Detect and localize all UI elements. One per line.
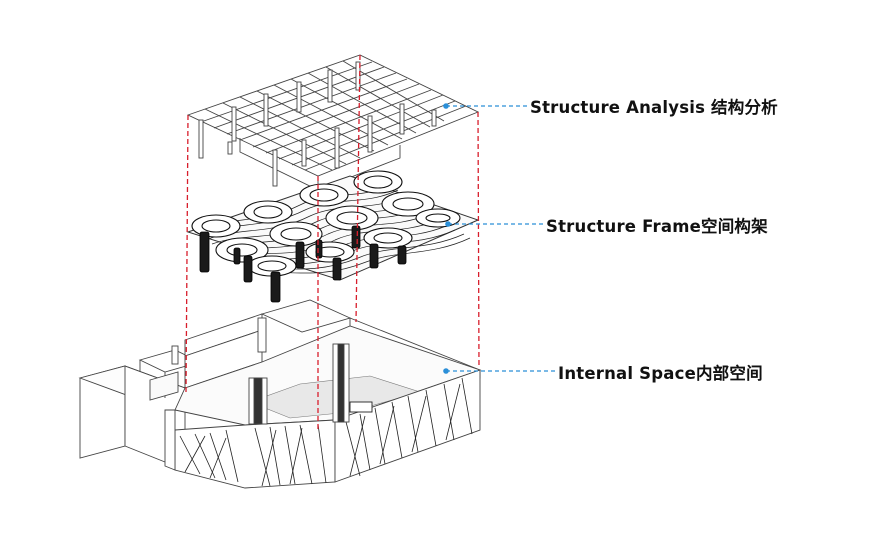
guide-line-left [185,114,189,393]
leader-dot-frame [445,221,451,227]
label-structure-frame: Structure Frame空间构架 [546,217,768,236]
structure-analysis-layer [186,54,480,191]
analysis-columns [198,61,437,187]
internal-space-layer [78,299,482,489]
guide-line-back [355,54,361,323]
vertical-guide-lines [185,54,480,432]
structure-frame-layer [186,170,480,303]
leader-lines [446,105,556,372]
leader-dot-analysis [443,103,449,109]
guide-line-right [477,111,480,369]
label-internal-space: Internal Space内部空间 [558,364,763,383]
label-structure-analysis: Structure Analysis 结构分析 [530,98,778,117]
leader-dots [443,103,451,374]
leader-dot-space [443,368,449,374]
